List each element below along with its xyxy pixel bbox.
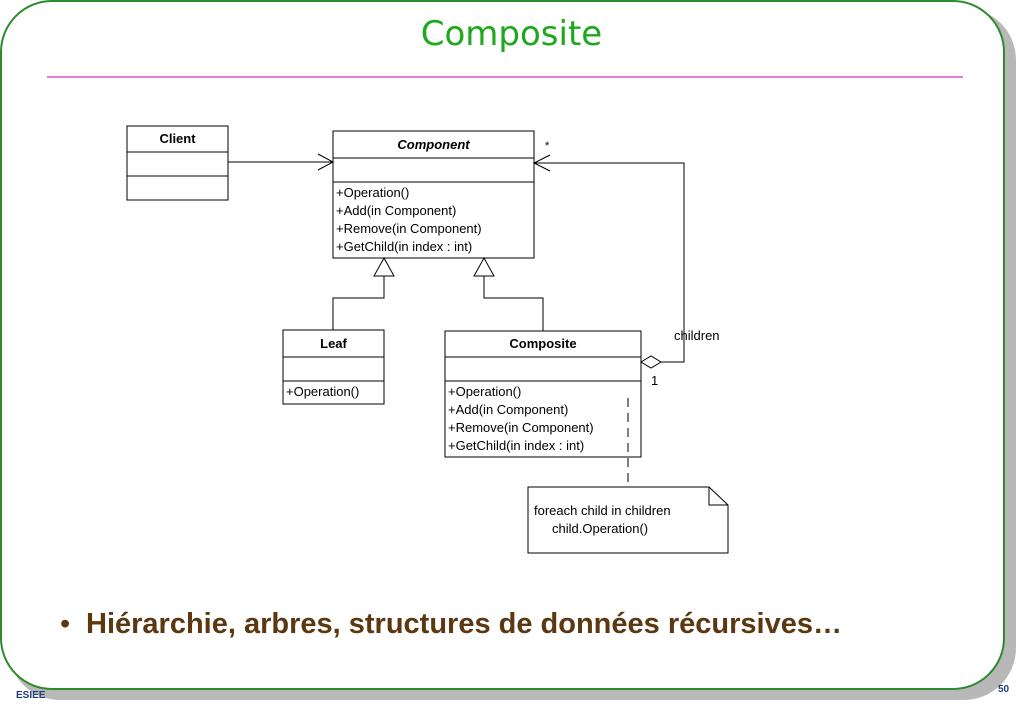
component-class: Component +Operation() +Add(in Component… <box>332 130 535 259</box>
note-line-2: child.Operation() <box>552 521 648 536</box>
multiplicity-one: 1 <box>651 373 658 388</box>
composite-op-3: +Remove(in Component) <box>448 420 594 435</box>
leaf-class: Leaf +Operation() <box>282 329 385 405</box>
title-underline <box>47 76 963 78</box>
page-number: 50 <box>998 684 1010 695</box>
leaf-inheritance <box>332 256 395 330</box>
note-line-1: foreach child in children <box>534 503 671 518</box>
client-class: Client <box>126 125 229 201</box>
leaf-op-1: +Operation() <box>286 384 359 399</box>
footer-logo-text: ESIEE <box>16 690 46 701</box>
slide-title: Composite <box>420 14 603 54</box>
composite-class: Composite +Operation() +Add(in Component… <box>444 330 642 458</box>
component-op-2: +Add(in Component) <box>336 203 456 218</box>
composite-op-2: +Add(in Component) <box>448 402 568 417</box>
composite-name: Composite <box>509 336 576 351</box>
bullet-dot: • <box>60 608 71 640</box>
children-role-label: children <box>674 328 720 343</box>
children-aggregation: children * 1 <box>532 140 720 388</box>
composite-op-4: +GetChild(in index : int) <box>448 438 584 453</box>
bullet-text: Hiérarchie, arbres, structures de donnée… <box>86 608 842 640</box>
client-association <box>228 153 335 171</box>
bullet-item: • Hiérarchie, arbres, structures de donné… <box>60 608 842 641</box>
component-name: Component <box>397 137 470 152</box>
composite-op-1: +Operation() <box>448 384 521 399</box>
note: foreach child in children child.Operatio… <box>527 486 729 554</box>
multiplicity-many: * <box>545 140 550 152</box>
component-op-4: +GetChild(in index : int) <box>336 239 472 254</box>
composite-inheritance <box>473 256 544 331</box>
client-name: Client <box>159 131 196 146</box>
component-op-1: +Operation() <box>336 185 409 200</box>
leaf-name: Leaf <box>320 336 347 351</box>
component-op-3: +Remove(in Component) <box>336 221 482 236</box>
